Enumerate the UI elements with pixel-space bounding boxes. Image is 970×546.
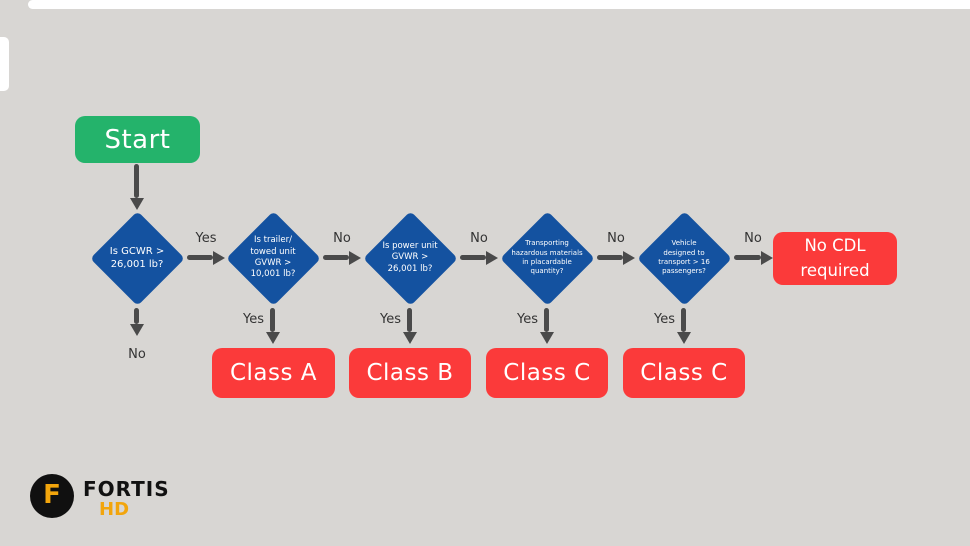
result-class-c-passengers: Class C <box>623 348 745 398</box>
arrow-passengers-to-class-c <box>681 308 686 332</box>
start-node: Start <box>75 116 200 163</box>
branch-label-passengers-yes: Yes <box>654 312 675 327</box>
arrow-trailer-to-class-a <box>270 308 275 332</box>
decision-hazmat-label: Transporting hazardous materials in plac… <box>511 239 583 276</box>
decision-powerunit-gvwr: Is power unit GVWR > 26,001 lb? <box>362 210 458 306</box>
result-class-a: Class A <box>212 348 335 398</box>
arrow-start-to-gcwr <box>134 164 139 198</box>
arrow-hazmat-to-class-c <box>544 308 549 332</box>
result-class-b: Class B <box>349 348 471 398</box>
decision-passengers-label: Vehicle designed to transport > 16 passe… <box>658 239 710 276</box>
arrow-trailer-to-powerunit <box>323 255 349 260</box>
arrow-powerunit-to-class-b <box>407 308 412 332</box>
decision-gcwr-label: Is GCWR > 26,001 lb? <box>109 245 165 271</box>
arrow-hazmat-to-passengers <box>597 255 623 260</box>
brand-name: FORTIS <box>83 477 170 501</box>
branch-label-powerunit-no: No <box>470 231 488 246</box>
branch-label-hazmat-no: No <box>607 231 625 246</box>
fortis-logo-icon: F <box>30 474 74 518</box>
arrow-powerunit-to-hazmat <box>460 255 486 260</box>
branch-label-gcwr-no-terminal: No <box>128 347 146 362</box>
decision-powerunit-gvwr-label: Is power unit GVWR > 26,001 lb? <box>382 240 438 274</box>
top-accent-bar <box>28 0 970 9</box>
decision-trailer-gvwr: Is trailer/ towed unit GVWR > 10,001 lb? <box>225 210 321 306</box>
arrow-gcwr-down-no <box>134 308 139 324</box>
decision-hazmat: Transporting hazardous materials in plac… <box>499 210 595 306</box>
branch-label-hazmat-yes: Yes <box>517 312 538 327</box>
decision-gcwr: Is GCWR > 26,001 lb? <box>89 210 185 306</box>
result-no-cdl: No CDL required <box>773 232 897 285</box>
arrow-gcwr-to-trailer <box>187 255 213 260</box>
branch-label-passengers-no: No <box>744 231 762 246</box>
arrow-passengers-to-nocdl <box>734 255 761 260</box>
left-accent-bar <box>0 37 9 91</box>
decision-trailer-gvwr-label: Is trailer/ towed unit GVWR > 10,001 lb? <box>250 235 296 280</box>
branch-label-trailer-yes: Yes <box>243 312 264 327</box>
branch-label-powerunit-yes: Yes <box>380 312 401 327</box>
decision-passengers: Vehicle designed to transport > 16 passe… <box>636 210 732 306</box>
result-class-c-hazmat: Class C <box>486 348 608 398</box>
branch-label-trailer-no: No <box>333 231 351 246</box>
fortis-logo-text: FORTIS HD <box>83 479 170 519</box>
branch-label-gcwr-yes: Yes <box>195 231 217 246</box>
brand-sub: HD <box>99 499 130 520</box>
fortis-hd-logo: F FORTIS HD <box>30 474 170 519</box>
fortis-monogram: F <box>43 480 61 510</box>
